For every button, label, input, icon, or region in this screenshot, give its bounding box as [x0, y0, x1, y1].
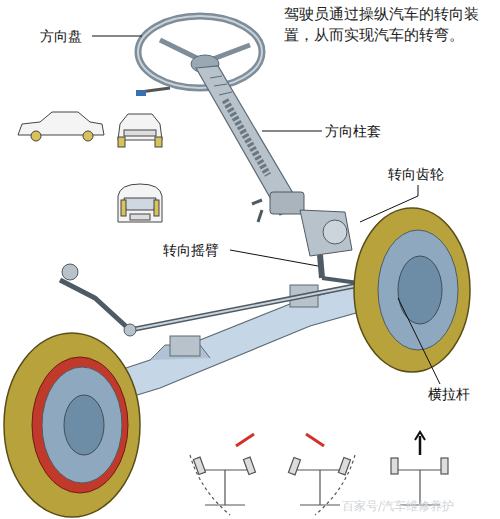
leader-lines [92, 36, 440, 384]
right-wheel [354, 208, 470, 372]
part-label: 转向摇臂 [163, 241, 219, 259]
car-icons [18, 112, 162, 222]
part-label: 转向齿轮 [388, 165, 444, 183]
steering-gear [252, 192, 352, 278]
part-label: 方向盘 [40, 27, 82, 45]
left-wheel [4, 333, 140, 517]
part-label: 横拉杆 [428, 385, 470, 403]
tie-rods [60, 264, 401, 336]
watermark: 百家号/汽车维修养护 [342, 498, 454, 515]
steering-wheel [136, 16, 262, 96]
title-text: 驾驶员通过操纵汽车的转向装置，从而实现汽车的转弯。 [284, 4, 496, 46]
part-label: 方向柱套 [325, 122, 381, 140]
